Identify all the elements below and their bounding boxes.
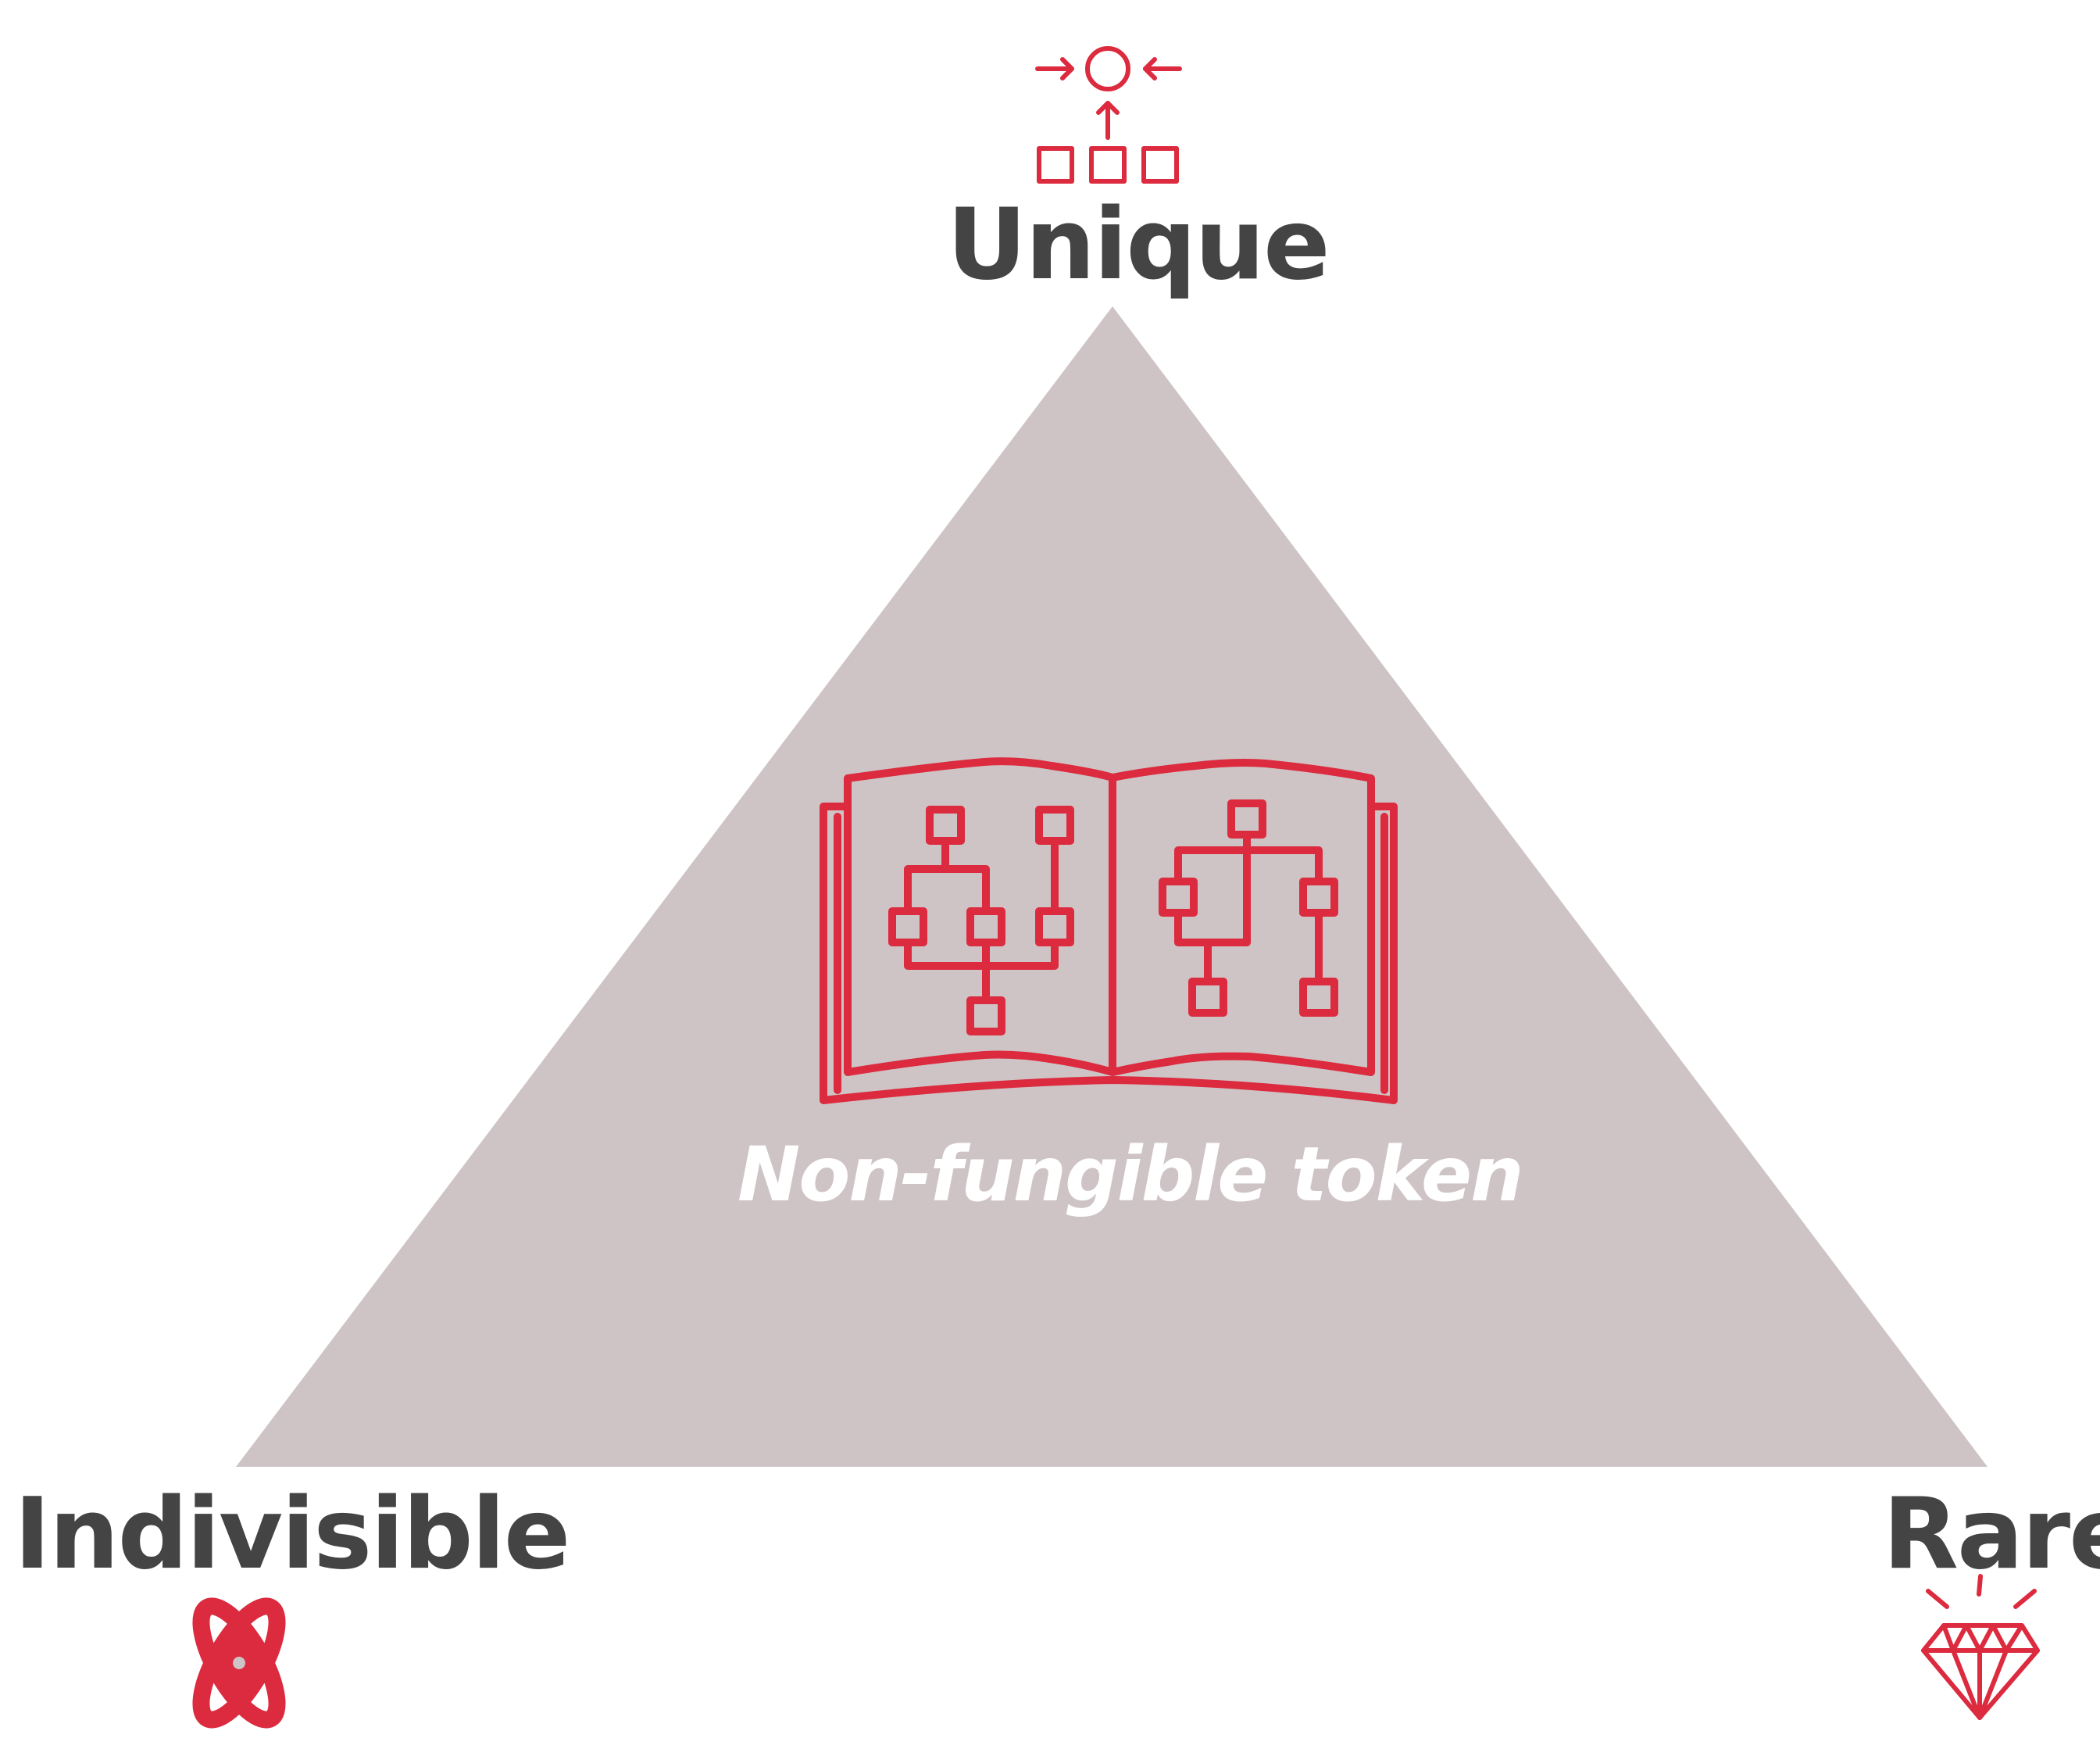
diamond-icon — [1921, 1574, 2040, 1720]
vertex-label-unique: Unique — [947, 187, 1330, 302]
open-book-flowchart-icon — [820, 757, 1398, 1104]
vertex-label-rare: Rare — [1883, 1476, 2100, 1591]
converge-icon — [1035, 46, 1182, 184]
center-caption: Non-fungible token — [738, 1131, 1523, 1218]
atom-icon — [192, 1597, 286, 1729]
vertex-label-indivisible: Indivisible — [14, 1476, 570, 1591]
